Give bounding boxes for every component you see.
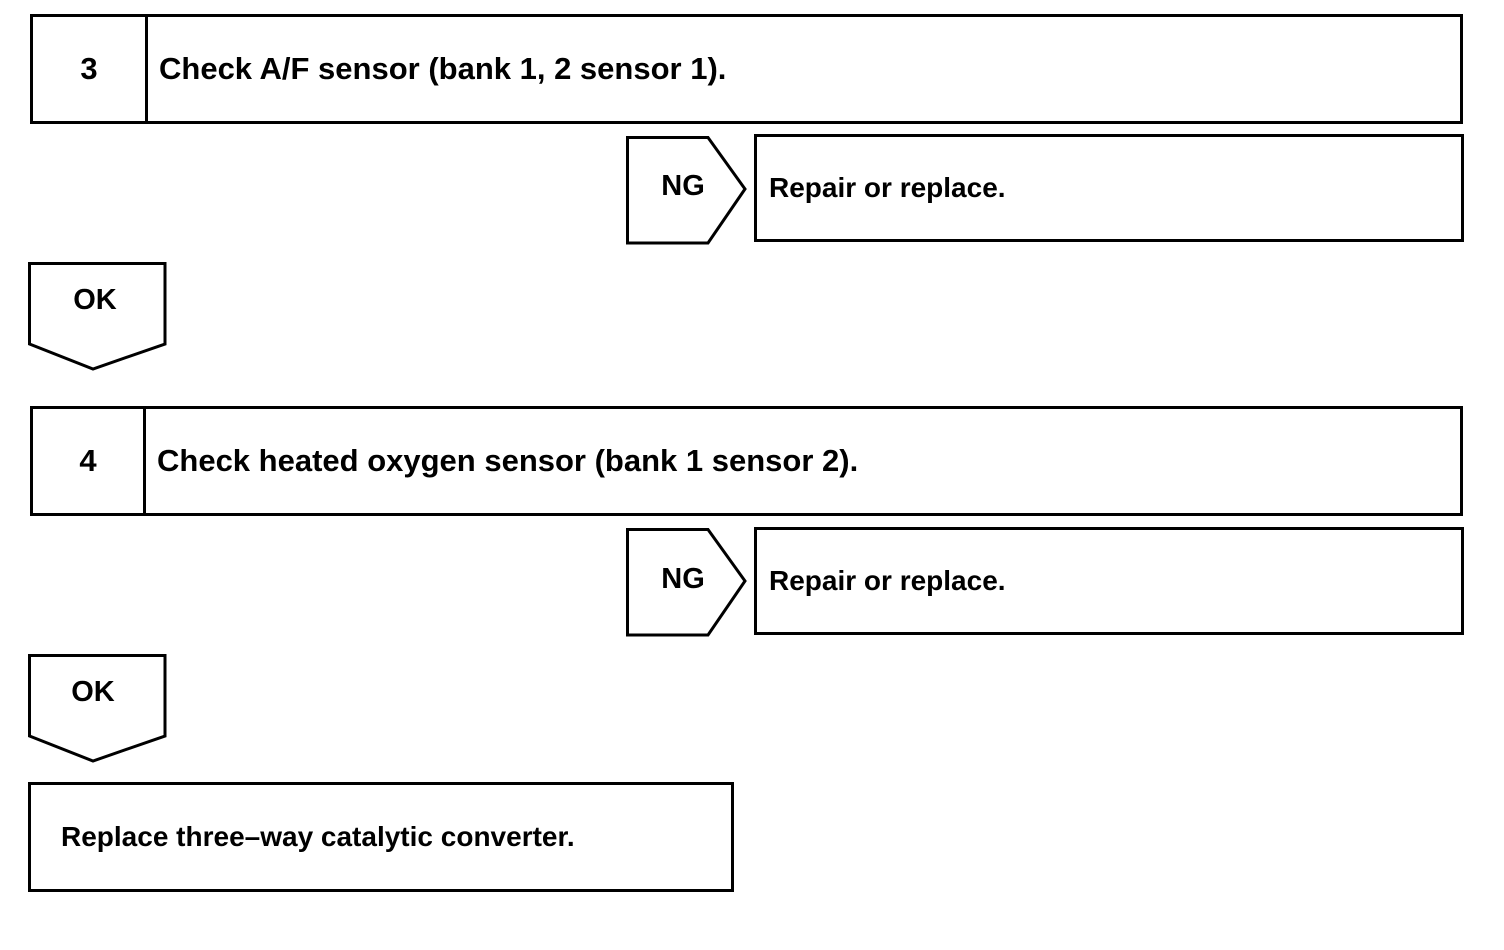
step-3-ng-action-text: Repair or replace. — [769, 172, 1006, 203]
step-4-ng-action-box: Repair or replace. — [754, 527, 1464, 635]
step-4-number: 4 — [33, 409, 146, 513]
step-4-ng-arrow — [626, 528, 747, 637]
step-3-ok-label: OK — [73, 284, 117, 316]
step-3-text: Check A/F sensor (bank 1, 2 sensor 1). — [159, 51, 727, 86]
step-4-text: Check heated oxygen sensor (bank 1 senso… — [157, 443, 859, 478]
step-4-ok-arrow — [28, 654, 167, 763]
final-action-box: Replace three–way catalytic converter. — [28, 782, 734, 892]
step-3-ng-label: NG — [661, 170, 705, 202]
step-4-ok-label: OK — [71, 676, 115, 708]
step-4-ng-action-text: Repair or replace. — [769, 565, 1006, 596]
step-4-box: 4 Check heated oxygen sensor (bank 1 sen… — [30, 406, 1463, 516]
step-3-ng-action-box: Repair or replace. — [754, 134, 1464, 242]
step-3-ng-arrow — [626, 136, 747, 245]
step-4-ng-label: NG — [661, 563, 705, 595]
final-action-text: Replace three–way catalytic converter. — [61, 821, 575, 852]
step-3-box: 3 Check A/F sensor (bank 1, 2 sensor 1). — [30, 14, 1463, 124]
step-3-number: 3 — [33, 17, 148, 121]
step-3-ok-arrow — [28, 262, 167, 371]
